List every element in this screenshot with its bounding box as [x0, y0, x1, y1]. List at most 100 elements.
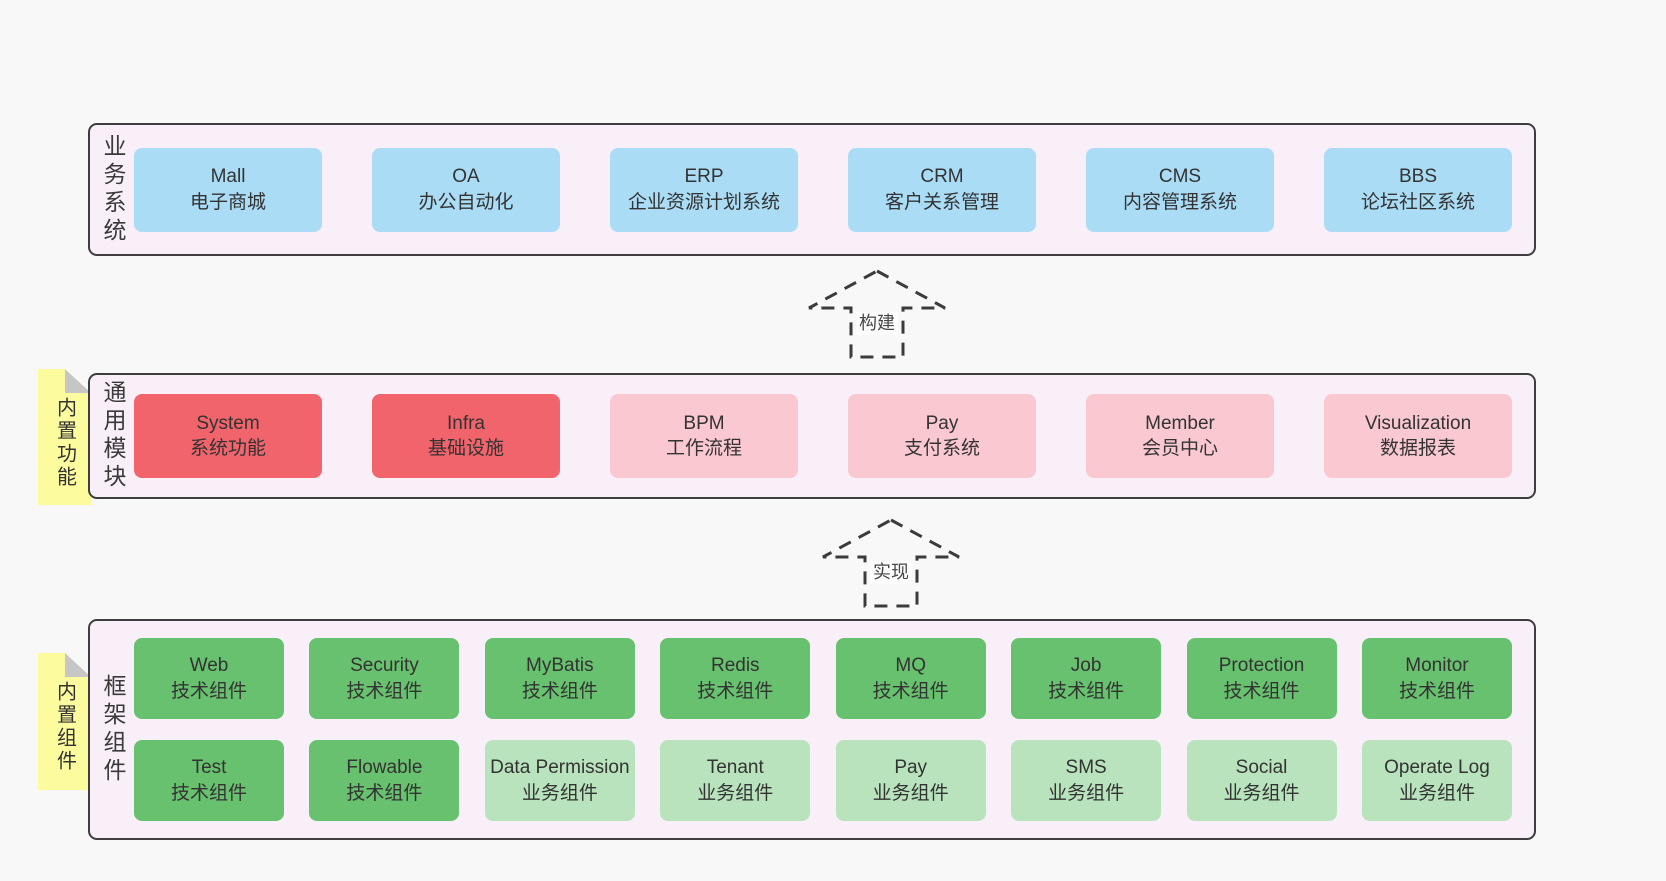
box-security: Security 技术组件	[309, 638, 460, 719]
box-title: Protection	[1218, 655, 1305, 677]
box-subtitle: 技术组件	[1398, 680, 1475, 702]
box-subtitle: 工作流程	[665, 438, 742, 459]
box-title: Data Permission	[490, 757, 630, 779]
sticky-note-label: 内置组件	[53, 681, 76, 773]
panel-business-systems: 业务系统 Mall 电子商城 OA 办公自动化 ERP 企业资源计划系统 CRM…	[88, 123, 1536, 256]
sticky-note-label: 内置功能	[53, 397, 76, 489]
box-title: Member	[1145, 412, 1215, 434]
box-subtitle: 系统功能	[189, 438, 266, 459]
box-cms: CMS 内容管理系统	[1086, 147, 1274, 232]
box-subtitle: 技术组件	[521, 680, 598, 702]
box-web: Web 技术组件	[134, 638, 284, 719]
box-subtitle: 业务组件	[1398, 782, 1475, 804]
box-subtitle: 内容管理系统	[1122, 191, 1237, 213]
panel-label-framework-components: 框架组件	[100, 673, 126, 786]
box-subtitle: 客户关系管理	[884, 191, 999, 213]
box-subtitle: 论坛社区系统	[1360, 191, 1475, 213]
sticky-note-built-in-features: 内置功能	[38, 369, 91, 505]
box-subtitle: 企业资源计划系统	[627, 191, 780, 213]
box-member: Member 会员中心	[1086, 394, 1274, 478]
arrow-implement-label: 实现	[870, 561, 912, 585]
box-title: Test	[191, 757, 227, 779]
box-subtitle: 业务组件	[872, 782, 949, 804]
box-title: MQ	[895, 655, 926, 677]
panel-label-common-modules: 通用模块	[100, 380, 126, 492]
framework-row-1: Web 技术组件 Security 技术组件 MyBatis 技术组件 Redi…	[134, 638, 1512, 719]
box-title: Security	[350, 655, 419, 677]
box-test: Test 技术组件	[134, 740, 284, 821]
arrow-build-label: 构建	[856, 312, 898, 336]
box-title: MyBatis	[526, 655, 594, 677]
box-title: CRM	[920, 166, 964, 188]
box-bbs: BBS 论坛社区系统	[1324, 147, 1512, 232]
box-job: Job 技术组件	[1011, 638, 1162, 719]
box-subtitle: 基础设施	[427, 438, 504, 459]
box-pay-component: Pay 业务组件	[835, 740, 986, 821]
box-monitor: Monitor 技术组件	[1361, 638, 1512, 719]
panel-framework-components: 框架组件 Web 技术组件 Security 技术组件 MyBatis 技术组件…	[88, 619, 1536, 840]
box-crm: CRM 客户关系管理	[848, 147, 1036, 232]
framework-row-2: Test 技术组件 Flowable 技术组件 Data Permission …	[134, 740, 1512, 821]
box-mall: Mall 电子商城	[134, 147, 322, 232]
box-operate-log: Operate Log 业务组件	[1361, 740, 1512, 821]
box-title: Flowable	[346, 757, 423, 779]
common-modules-row: System 系统功能 Infra 基础设施 BPM 工作流程 Pay 支付系统…	[124, 394, 1534, 478]
box-title: CMS	[1158, 166, 1202, 188]
box-subtitle: 技术组件	[346, 680, 423, 702]
box-subtitle: 技术组件	[170, 680, 247, 702]
box-subtitle: 会员中心	[1141, 438, 1218, 459]
box-title: Redis	[710, 655, 760, 677]
box-title: BBS	[1398, 166, 1438, 188]
box-oa: OA 办公自动化	[372, 147, 560, 232]
box-subtitle: 技术组件	[1223, 680, 1300, 702]
panel-label-business-systems: 业务系统	[100, 133, 126, 246]
box-subtitle: 业务组件	[1048, 782, 1125, 804]
box-title: Web	[189, 655, 229, 677]
box-bpm: BPM 工作流程	[610, 394, 798, 478]
panel-common-modules: 通用模块 System 系统功能 Infra 基础设施 BPM 工作流程 Pay…	[88, 373, 1536, 499]
box-flowable: Flowable 技术组件	[309, 740, 460, 821]
box-title: OA	[452, 166, 480, 188]
box-title: ERP	[684, 166, 724, 188]
box-mybatis: MyBatis 技术组件	[484, 638, 635, 719]
arrow-build: 构建	[807, 268, 947, 360]
box-protection: Protection 技术组件	[1186, 638, 1337, 719]
box-system: System 系统功能	[134, 394, 322, 478]
box-tenant: Tenant 业务组件	[660, 740, 811, 821]
box-subtitle: 业务组件	[1223, 782, 1300, 804]
box-sms: SMS 业务组件	[1011, 740, 1162, 821]
box-title: Pay	[894, 757, 928, 779]
box-title: Job	[1070, 655, 1102, 677]
box-social: Social 业务组件	[1186, 740, 1337, 821]
box-title: System	[196, 412, 260, 434]
box-visualization: Visualization 数据报表	[1324, 394, 1512, 478]
box-erp: ERP 企业资源计划系统	[610, 147, 798, 232]
box-subtitle: 支付系统	[903, 438, 980, 459]
box-subtitle: 数据报表	[1379, 438, 1456, 459]
box-infra: Infra 基础设施	[372, 394, 560, 478]
box-redis: Redis 技术组件	[660, 638, 811, 719]
box-subtitle: 电子商城	[189, 191, 266, 213]
framework-components-grid: Web 技术组件 Security 技术组件 MyBatis 技术组件 Redi…	[124, 638, 1534, 821]
box-data-permission: Data Permission 业务组件	[484, 740, 635, 821]
box-subtitle: 办公自动化	[418, 191, 514, 213]
sticky-note-built-in-components: 内置组件	[38, 653, 91, 790]
box-subtitle: 技术组件	[1048, 680, 1125, 702]
box-subtitle: 技术组件	[170, 782, 247, 804]
box-subtitle: 业务组件	[697, 782, 774, 804]
box-subtitle: 技术组件	[346, 782, 423, 804]
box-mq: MQ 技术组件	[835, 638, 986, 719]
box-title: BPM	[683, 412, 725, 434]
box-title: Social	[1235, 757, 1288, 779]
box-pay-module: Pay 支付系统	[848, 394, 1036, 478]
box-title: Visualization	[1364, 412, 1472, 434]
box-subtitle: 业务组件	[521, 782, 598, 804]
box-title: Infra	[446, 412, 486, 434]
box-subtitle: 技术组件	[872, 680, 949, 702]
box-title: Pay	[925, 412, 959, 434]
box-title: Monitor	[1405, 655, 1469, 677]
box-subtitle: 技术组件	[697, 680, 774, 702]
box-title: SMS	[1065, 757, 1107, 779]
arrow-implement: 实现	[821, 517, 961, 609]
